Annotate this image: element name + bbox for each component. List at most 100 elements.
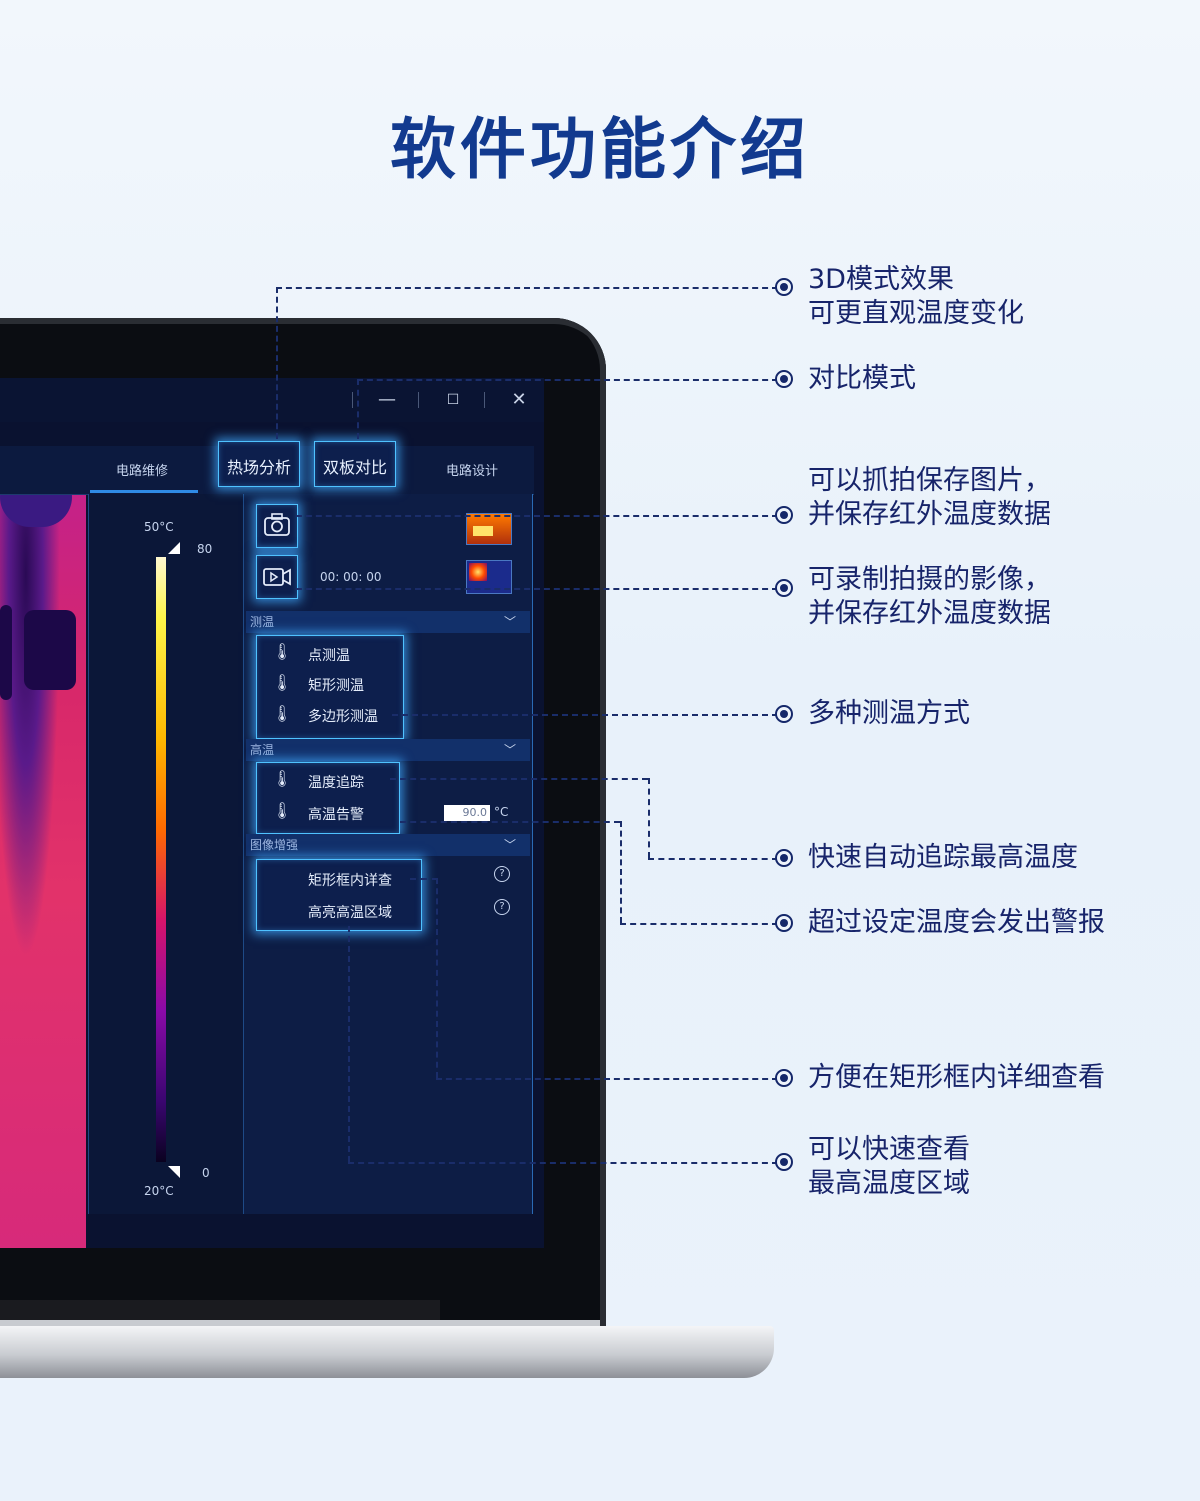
title-separator xyxy=(352,392,353,408)
scale-max-value: 80 xyxy=(197,542,213,556)
callout-connector xyxy=(276,287,278,439)
callout-connector xyxy=(390,778,648,780)
alarm-unit: °C xyxy=(494,805,509,819)
snapshot-thumbnail[interactable] xyxy=(466,513,512,545)
app-window: — ☐ ✕ 电路维修 电路设计 热场分析 双板对比 50°C 80 0 20°C… xyxy=(0,378,544,1248)
callout-connector xyxy=(436,878,438,1078)
callout-tracking: 快速自动追踪最高温度 xyxy=(808,841,1078,875)
temp-tracking[interactable]: 温度追踪 xyxy=(308,775,364,791)
callout-dot xyxy=(775,370,793,388)
callout-line: 超过设定温度会发出警报 xyxy=(808,907,1105,938)
video-icon xyxy=(263,568,291,586)
callout-connector xyxy=(348,1162,778,1164)
callout-line: 快速自动追踪最高温度 xyxy=(808,842,1078,873)
record-timer: 00: 00: 00 xyxy=(320,570,382,584)
high-temp-alarm[interactable]: 高温告警 xyxy=(308,807,364,823)
scale-max-temp: 50°C xyxy=(144,520,174,534)
chevron-down-icon: ﹀ xyxy=(503,615,516,629)
callout-connector xyxy=(348,926,350,1162)
thermometer-icon: 🌡 xyxy=(272,801,293,820)
tab-active-indicator xyxy=(90,490,198,493)
maximize-button[interactable]: ☐ xyxy=(446,392,460,408)
snapshot-button[interactable] xyxy=(256,504,298,548)
callout-compare: 对比模式 xyxy=(808,362,916,396)
callout-connector xyxy=(296,588,778,590)
tab-thermal-label: 热场分析 xyxy=(226,458,291,477)
callout-dot xyxy=(775,278,793,296)
callout-connector xyxy=(410,878,438,880)
callout-line: 可以快速查看 xyxy=(808,1134,970,1165)
section-enhance[interactable]: 图像增强 ﹀ xyxy=(246,834,530,856)
thumbnail-hotspot xyxy=(473,526,493,536)
callout-line: 并保存红外温度数据 xyxy=(808,499,1051,530)
callout-alarm: 超过设定温度会发出警报 xyxy=(808,906,1105,940)
close-button[interactable]: ✕ xyxy=(511,389,527,410)
callout-snapshot: 可以抓拍保存图片， 并保存红外温度数据 xyxy=(808,464,1051,532)
callout-line: 最高温度区域 xyxy=(808,1168,970,1199)
scale-min-value: 0 xyxy=(202,1166,210,1180)
callout-connector xyxy=(357,379,778,381)
callout-line: 3D模式效果 xyxy=(808,264,954,295)
thermometer-icon: 🌡 xyxy=(272,704,293,723)
callout-connector xyxy=(392,714,778,716)
callout-connector xyxy=(296,515,778,517)
thermal-component xyxy=(24,610,76,690)
tab-repair[interactable]: 电路维修 xyxy=(116,464,169,479)
callout-connector xyxy=(276,287,778,289)
section-enhance-title: 图像增强 xyxy=(250,838,299,852)
measure-rect[interactable]: 矩形测温 xyxy=(308,678,364,694)
callout-line: 方便在矩形框内详细查看 xyxy=(808,1062,1105,1093)
section-high[interactable]: 高温 ﹀ xyxy=(246,739,530,761)
highlight-high-temp[interactable]: 高亮高温区域 xyxy=(308,905,392,921)
section-measure[interactable]: 测温 ﹀ xyxy=(246,611,530,633)
callout-dot xyxy=(775,1153,793,1171)
measure-options xyxy=(256,635,404,739)
callout-connector xyxy=(648,778,650,858)
callout-line: 可以抓拍保存图片， xyxy=(808,465,1051,496)
scale-min-temp: 20°C xyxy=(144,1184,174,1198)
measure-point[interactable]: 点测温 xyxy=(308,648,350,664)
thermometer-icon: 🌡 xyxy=(272,642,293,661)
thumbnail-hotspot xyxy=(469,563,487,581)
page-title: 软件功能介绍 xyxy=(390,111,810,188)
callout-dot xyxy=(775,1069,793,1087)
thermometer-icon: 🌡 xyxy=(272,673,293,692)
chevron-down-icon: ﹀ xyxy=(503,838,516,852)
callout-connector xyxy=(620,821,622,923)
scale-panel xyxy=(88,494,244,1214)
callout-connector xyxy=(620,923,778,925)
callout-line: 可更直观温度变化 xyxy=(808,298,1024,329)
tab-compare-label: 双板对比 xyxy=(322,458,387,477)
laptop-base xyxy=(0,1326,774,1378)
help-icon[interactable]: ? xyxy=(494,866,510,882)
scale-max-handle[interactable] xyxy=(168,542,180,554)
help-icon[interactable]: ? xyxy=(494,899,510,915)
tab-design[interactable]: 电路设计 xyxy=(446,464,499,479)
callout-dot xyxy=(775,705,793,723)
callout-rect-detail: 方便在矩形框内详细查看 xyxy=(808,1061,1105,1095)
enhance-options xyxy=(256,859,422,931)
thermal-image[interactable] xyxy=(0,455,86,1248)
tab-thermal[interactable]: 热场分析 xyxy=(218,441,300,487)
minimize-button[interactable]: — xyxy=(378,389,396,410)
rect-detail[interactable]: 矩形框内详查 xyxy=(308,873,392,889)
scale-min-handle[interactable] xyxy=(168,1166,180,1178)
measure-polygon[interactable]: 多边形测温 xyxy=(308,709,378,725)
chevron-down-icon: ﹀ xyxy=(503,743,516,757)
record-button[interactable] xyxy=(256,555,298,599)
callout-connector xyxy=(436,1078,778,1080)
callout-record: 可录制拍摄的影像， 并保存红外温度数据 xyxy=(808,563,1051,631)
thermal-component xyxy=(0,605,12,700)
callout-dot xyxy=(775,914,793,932)
callout-highlight: 可以快速查看 最高温度区域 xyxy=(808,1133,970,1201)
callout-dot xyxy=(775,849,793,867)
callout-line: 可录制拍摄的影像， xyxy=(808,564,1051,595)
callout-measure: 多种测温方式 xyxy=(808,697,970,731)
tab-compare[interactable]: 双板对比 xyxy=(314,441,396,487)
alarm-threshold-input[interactable]: 90.0 xyxy=(444,805,490,821)
callout-connector xyxy=(400,821,620,823)
section-measure-title: 测温 xyxy=(250,615,275,629)
callout-connector xyxy=(648,858,778,860)
title-bar: — ☐ ✕ xyxy=(0,378,544,422)
callout-dot xyxy=(775,506,793,524)
